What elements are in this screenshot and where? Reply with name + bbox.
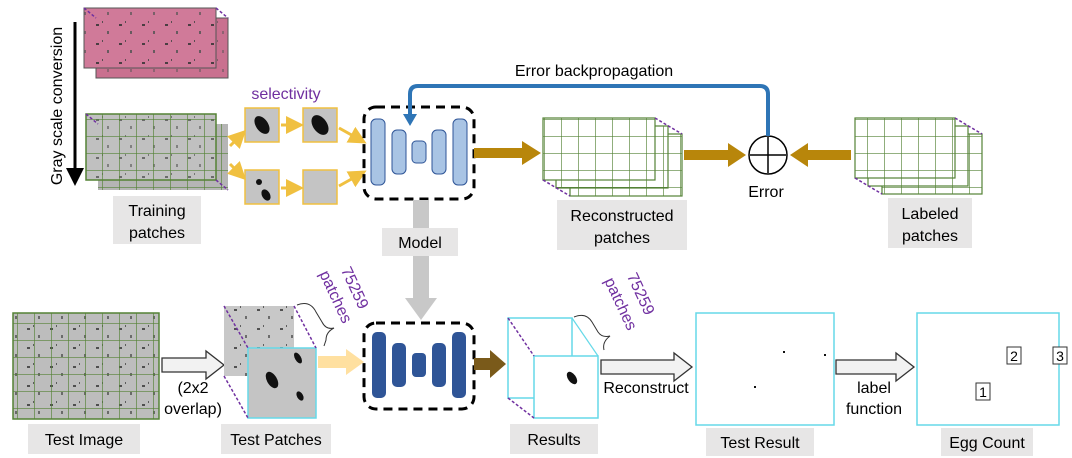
error-sum-node xyxy=(748,135,788,175)
egg-number-1: 1 xyxy=(979,384,987,400)
error-backprop-label: Error backpropagation xyxy=(515,63,673,80)
error-label: Error xyxy=(748,184,784,201)
selectivity-patches xyxy=(244,107,338,205)
results-brace xyxy=(573,314,611,351)
gold-arrow-3 xyxy=(790,143,851,167)
test-image xyxy=(12,312,160,420)
test-patches-label-box xyxy=(221,424,331,454)
test-result-image xyxy=(695,312,835,426)
label-function-2: function xyxy=(846,401,902,418)
test-patches-brace xyxy=(296,303,335,347)
gold-arrow-2 xyxy=(684,143,746,167)
model-test xyxy=(362,321,476,411)
egg-count-label-box xyxy=(941,428,1033,456)
test-result-label-box xyxy=(706,428,814,456)
reconstructed-label-1: Reconstructed xyxy=(570,208,673,225)
model-training xyxy=(362,105,476,201)
reconstructed-label-box xyxy=(557,200,687,250)
brown-arrow xyxy=(474,350,506,378)
yellow-arrow xyxy=(318,349,364,375)
selectivity-label: selectivity xyxy=(251,86,320,103)
egg-number-3: 3 xyxy=(1056,348,1064,364)
error-backprop-arrowhead xyxy=(403,114,417,126)
test-result-label: Test Result xyxy=(720,435,800,452)
results-label-box xyxy=(510,424,598,454)
selectivity-arrows xyxy=(227,116,367,197)
labeled-label-1: Labeled xyxy=(902,206,959,223)
test-patches-label: Test Patches xyxy=(230,432,322,449)
training-images xyxy=(85,113,229,191)
test-patches xyxy=(223,305,317,419)
overlap-label-2: overlap) xyxy=(164,401,222,418)
egg-number-2: 2 xyxy=(1010,348,1018,364)
test-image-label: Test Image xyxy=(45,432,123,449)
reconstructed-patches-stack xyxy=(542,117,683,197)
reconstruct-label: Reconstruct xyxy=(603,380,689,397)
overlap-label-1: (2x2 xyxy=(177,380,208,397)
model-label: Model xyxy=(398,235,442,252)
gray-conversion-label: Gray scale conversion xyxy=(49,27,66,185)
labeled-label-2: patches xyxy=(902,228,958,245)
results-patches xyxy=(507,317,599,419)
training-patches-label-2: patches xyxy=(129,225,185,242)
egg-count-image xyxy=(916,312,1068,426)
model-transfer-arrowhead xyxy=(405,298,437,320)
hollow-arrow-3 xyxy=(835,351,916,383)
model-label-box xyxy=(382,228,458,256)
results-label: Results xyxy=(527,432,580,449)
error-backprop-line xyxy=(408,84,770,136)
test-image-label-box xyxy=(28,424,140,454)
training-patches-label-1: Training xyxy=(128,203,185,220)
hollow-arrow-1 xyxy=(161,349,226,381)
labeled-label-box xyxy=(888,198,972,248)
gold-arrow-1 xyxy=(474,141,541,165)
training-patches-label-box xyxy=(113,196,201,244)
color-input-images xyxy=(83,7,229,79)
egg-count-label: Egg Count xyxy=(949,435,1025,452)
label-function-1: label xyxy=(857,380,891,397)
reconstructed-label-2: patches xyxy=(594,230,650,247)
hollow-arrow-2 xyxy=(600,351,694,383)
labeled-patches-stack xyxy=(854,117,983,195)
